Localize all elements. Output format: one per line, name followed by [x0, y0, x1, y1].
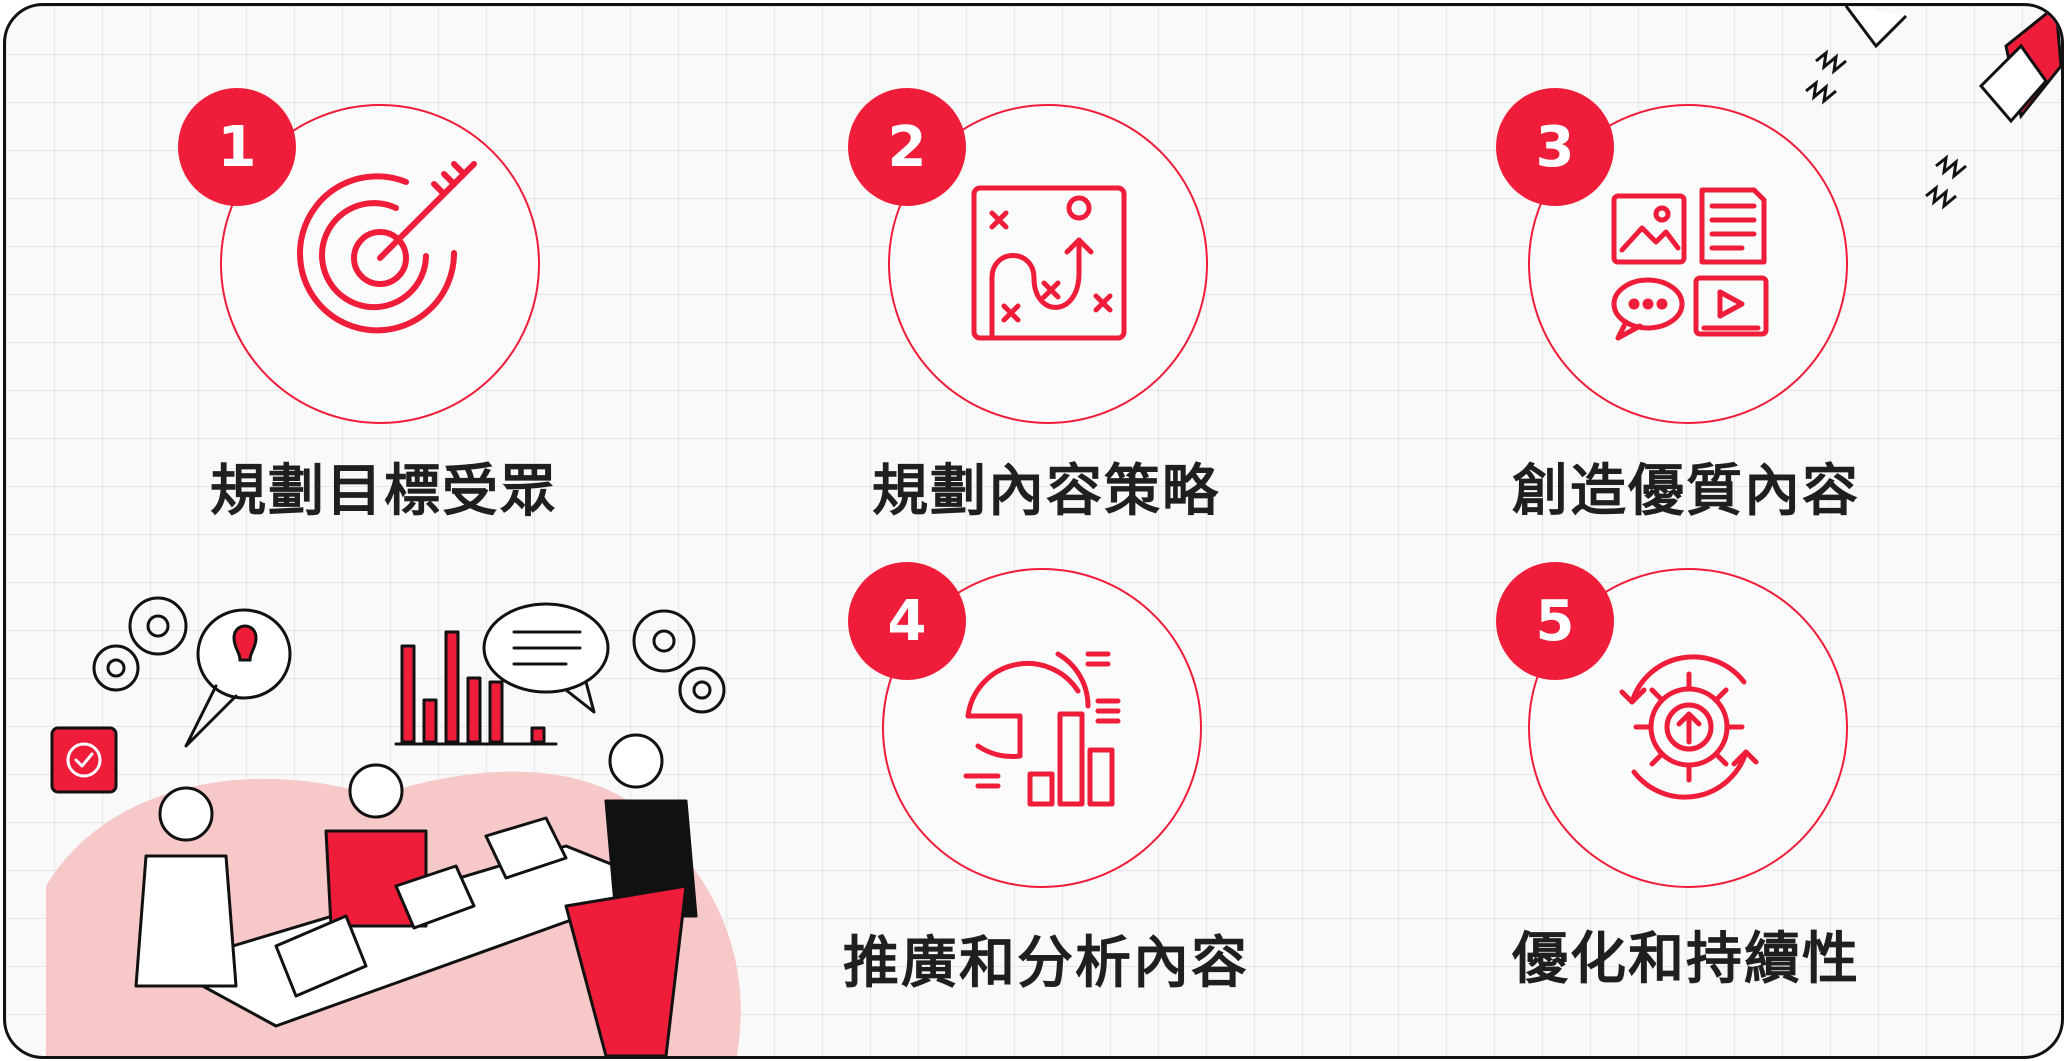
step-2-number-badge: 2 — [848, 88, 966, 206]
step-2-title: 規劃內容策略 — [872, 459, 1220, 524]
step-4-title: 推廣和分析內容 — [843, 931, 1249, 996]
gear-cycle-icon — [1619, 654, 1759, 800]
team-meeting-illustration — [46, 596, 741, 1056]
step-1-title: 規劃目標受眾 — [210, 459, 558, 524]
analytics-chart-icon — [963, 651, 1121, 807]
strategy-map-icon — [971, 185, 1127, 341]
step-3-title: 創造優質內容 — [1512, 459, 1860, 524]
pencil-icon — [1805, 6, 2061, 210]
step-5-title: 優化和持續性 — [1512, 927, 1860, 992]
step-5-number-badge: 5 — [1496, 562, 1614, 680]
step-4-number-badge: 4 — [848, 562, 966, 680]
infographic-frame: 1 規劃目標受眾 2 — [3, 3, 2064, 1059]
step-3-number-badge: 3 — [1496, 88, 1614, 206]
target-icon — [297, 161, 477, 334]
step-1-number-badge: 1 — [178, 88, 296, 206]
content-media-icon — [1611, 187, 1769, 341]
